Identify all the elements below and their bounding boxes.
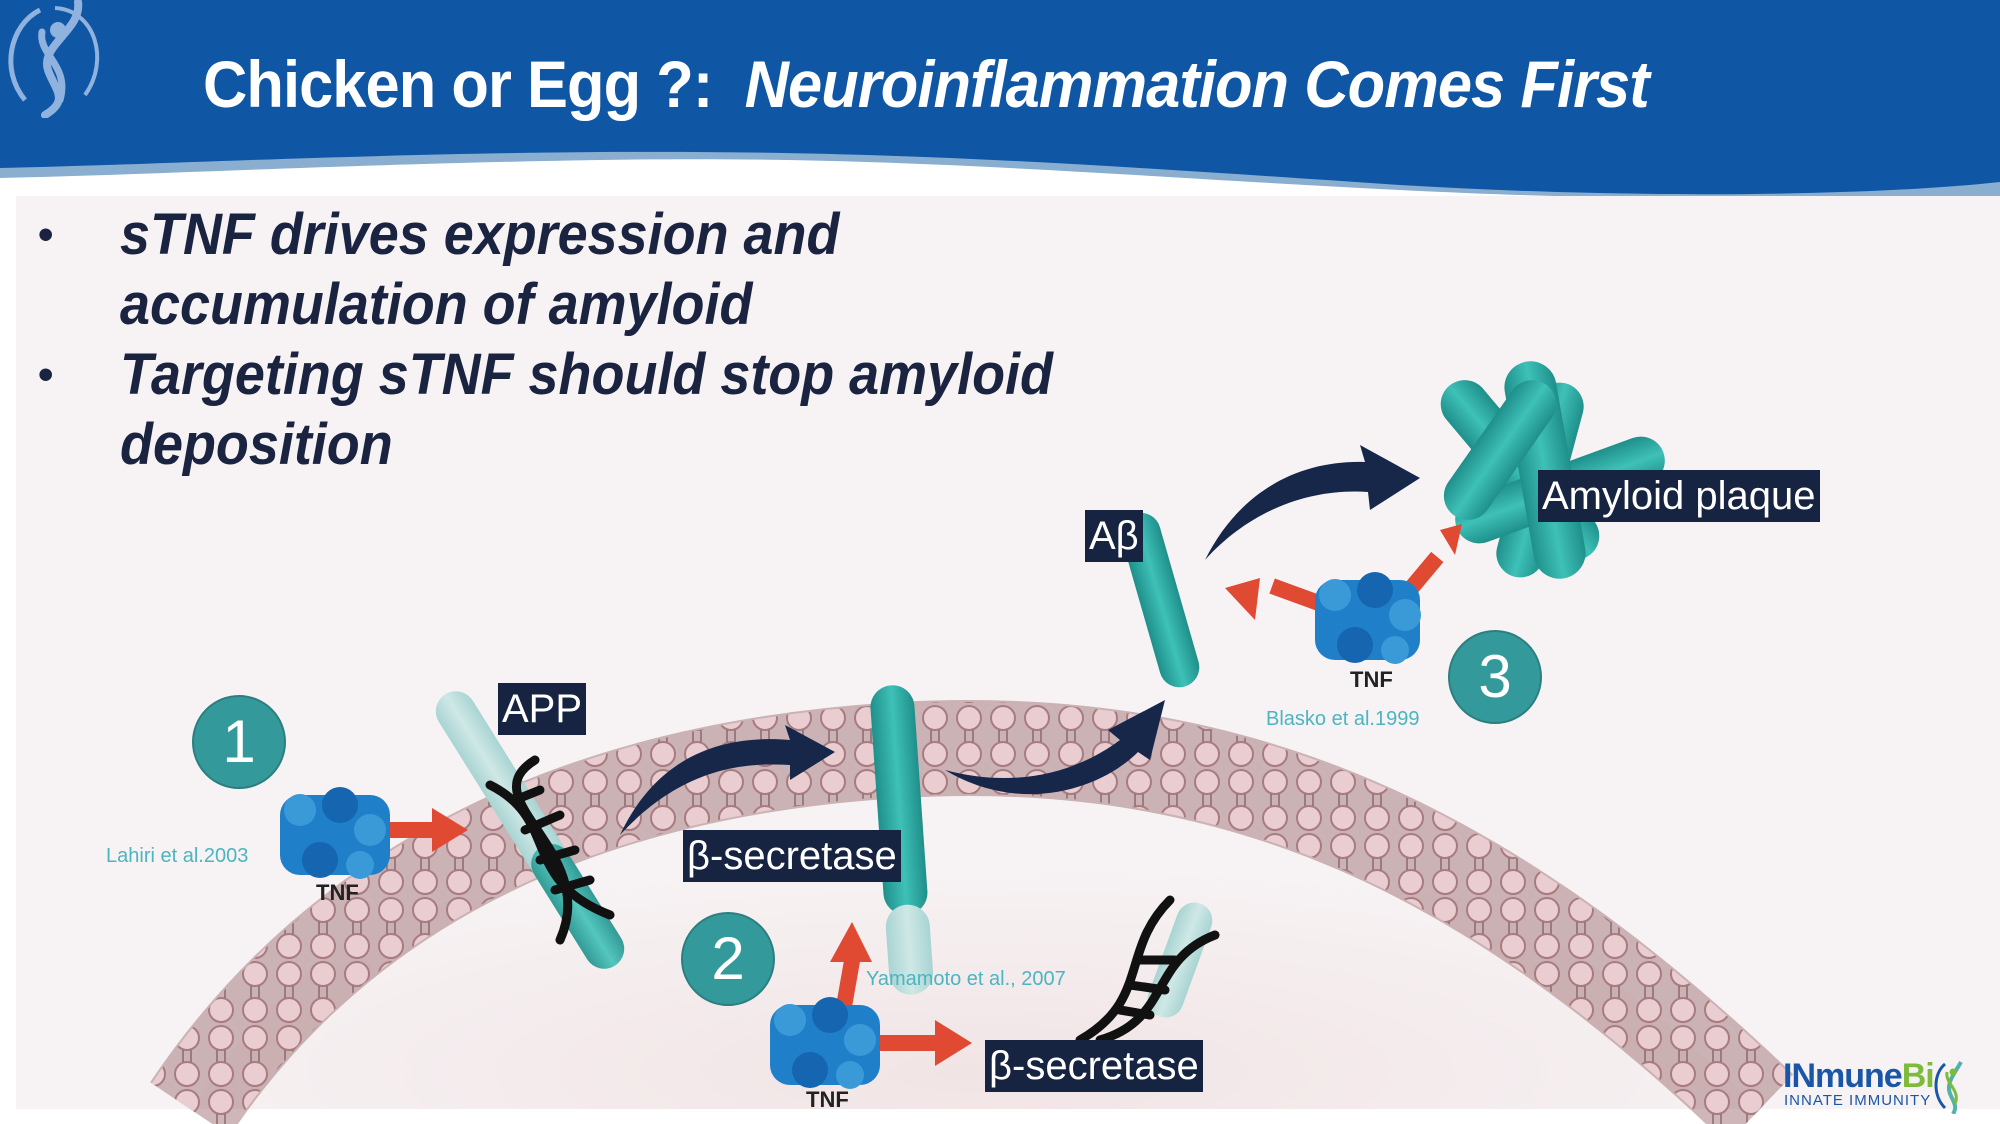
- bullet-item: • sTNF drives expression and accumulatio…: [30, 200, 1220, 340]
- slide-header: Chicken or Egg ?: Neuroinflammation Come…: [0, 0, 2000, 210]
- abeta-label: Aβ: [1085, 510, 1143, 562]
- bullet-text: deposition: [120, 412, 393, 477]
- bullet-text: Targeting sTNF should stop amyloid: [120, 342, 1053, 407]
- citation-blasko: Blasko et al.1999: [1266, 708, 1420, 730]
- brand-tagline: INNATE IMMUNITY: [1784, 1092, 1932, 1109]
- brand-name-main: INmune: [1783, 1057, 1903, 1095]
- tnf-protein-icon: [770, 997, 880, 1089]
- dna-helix-icon: [1075, 895, 1220, 1045]
- inmunebio-logo: INmuneBi INNATE IMMUNITY: [1783, 1058, 1993, 1118]
- tnf-label: TNF: [806, 1087, 849, 1112]
- bullet-item: • Targeting sTNF should stop amyloid dep…: [30, 340, 1220, 480]
- brand-figure-icon: [1934, 1061, 1963, 1114]
- bullet-text: accumulation of amyloid: [120, 272, 753, 337]
- step-1-badge: 1: [192, 695, 286, 789]
- page-title: Chicken or Egg ?: Neuroinflammation Come…: [203, 44, 1650, 124]
- bullet-dot: •: [38, 210, 54, 259]
- tnf-protein-icon: [280, 787, 390, 879]
- tnf-label: TNF: [1350, 667, 1393, 692]
- citation-yamamoto: Yamamoto et al., 2007: [866, 968, 1066, 990]
- bullet-dot: •: [38, 350, 54, 399]
- brand-name-accent: Bi: [1901, 1057, 1935, 1095]
- title-italic: Neuroinflammation Comes First: [744, 47, 1650, 121]
- step-2-badge: 2: [681, 912, 775, 1006]
- amyloid-plaque-label: Amyloid plaque: [1538, 470, 1820, 522]
- title-plain: Chicken or Egg ?:: [203, 47, 713, 121]
- dna-figure-logo-icon: [8, 0, 100, 118]
- step-3-badge: 3: [1448, 630, 1542, 724]
- navy-flow-arrows: [620, 445, 1420, 835]
- tnf-protein-icon: [1315, 572, 1421, 664]
- tnf-label: TNF: [316, 880, 359, 905]
- dna-helix-icon: [485, 755, 615, 945]
- brand-name: INmuneBi: [1783, 1057, 1935, 1095]
- beta-secretase-gene-label: β-secretase: [985, 1040, 1203, 1092]
- app-label: APP: [498, 683, 587, 735]
- header-banner: [0, 0, 2000, 200]
- bullet-text: sTNF drives expression and: [120, 202, 840, 267]
- beta-secretase-label: β-secretase: [683, 830, 901, 882]
- bullet-list: • sTNF drives expression and accumulatio…: [30, 200, 1220, 480]
- citation-lahiri: Lahiri et al.2003: [106, 845, 249, 867]
